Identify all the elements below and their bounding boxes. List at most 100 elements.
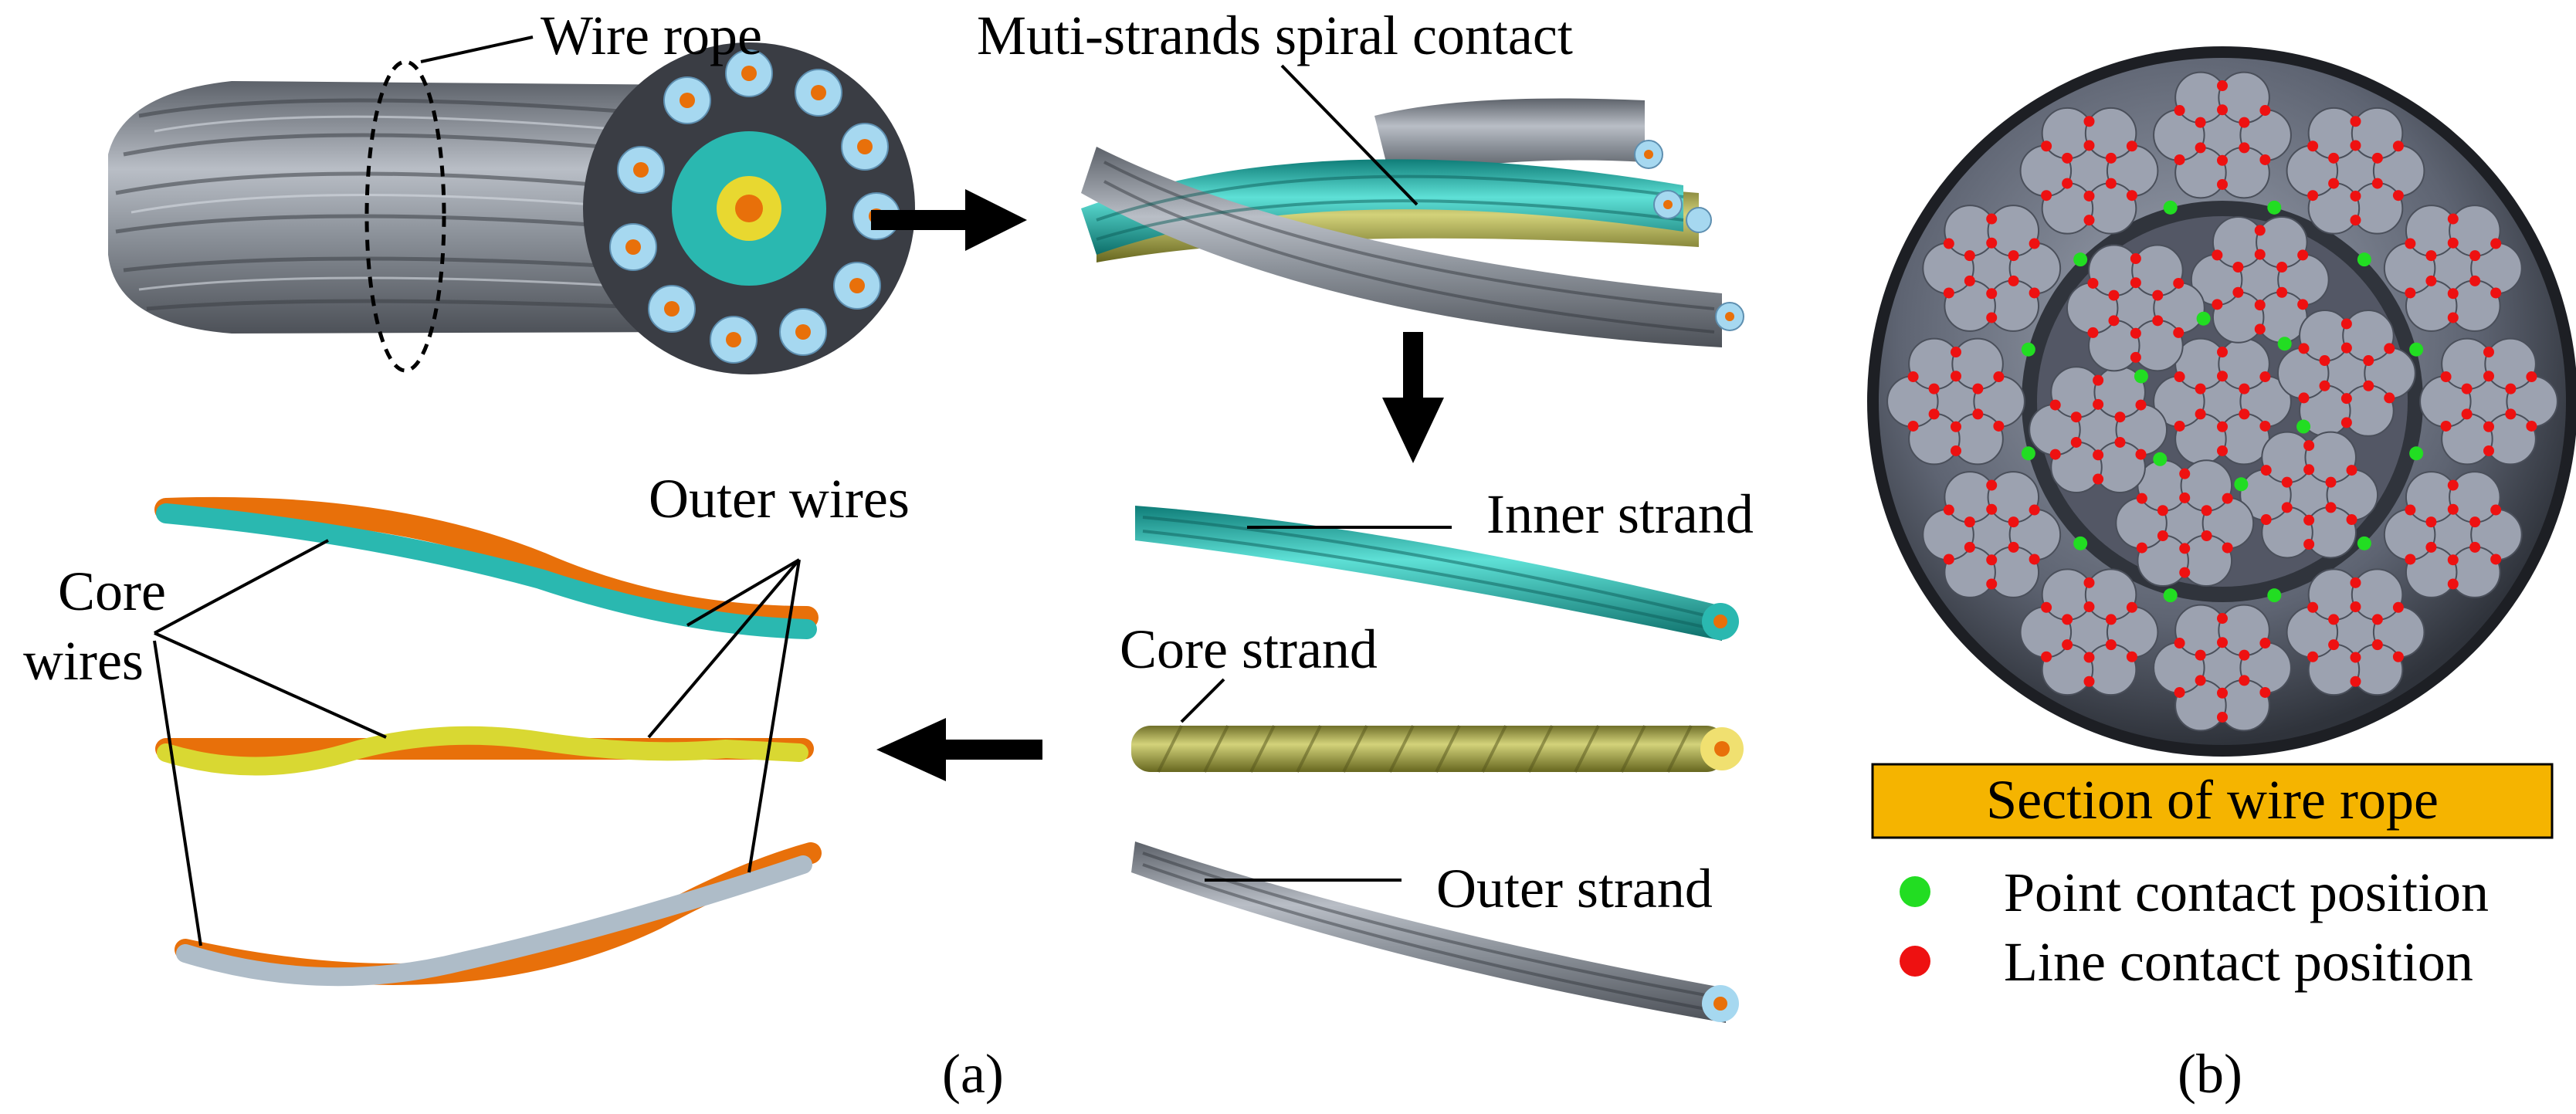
line-contact-dot (2174, 420, 2185, 432)
line-contact-dot (2152, 315, 2164, 327)
section-strand (2115, 459, 2255, 587)
line-contact-dot (2083, 652, 2095, 663)
line-contact-dot (1951, 371, 1961, 382)
point-contact-dot (2163, 200, 2178, 215)
wire-rope-label: Wire rope (541, 5, 762, 66)
section-contact-points (2021, 200, 2424, 603)
line-contact-dot (2490, 238, 2502, 249)
line-contact-dot (2217, 613, 2228, 625)
line-contact-dot (2041, 141, 2052, 152)
spiral-contact-illustration (1081, 98, 1744, 347)
line-contact-dot (2222, 493, 2233, 504)
line-contact-dot (2217, 371, 2228, 382)
section-wire (2351, 568, 2404, 621)
line-contact-dot (2217, 178, 2228, 190)
line-contact-dot (2083, 676, 2095, 687)
point-contact-dot (2357, 252, 2371, 267)
line-contact-dot (2217, 421, 2228, 432)
line-contact-dot (2157, 505, 2168, 516)
line-contact-dot (2217, 637, 2228, 648)
point-contact-dot (2021, 446, 2035, 461)
line-contact-dot (2260, 465, 2272, 476)
line-contact-dot (2217, 347, 2228, 358)
line-contact-dot (1928, 408, 1940, 420)
section-wire (2449, 471, 2501, 523)
line-contact-dot (2505, 383, 2517, 394)
section-wire (2484, 337, 2537, 391)
core-wires-label-line2: wires (23, 630, 144, 692)
line-contact-dot (1993, 371, 2005, 383)
point-contact-dot (2196, 311, 2211, 326)
point-contact-dot (2296, 419, 2311, 434)
line-contact-dot (2105, 152, 2117, 164)
arrow-down-icon (1382, 332, 1444, 463)
legend: Point contact position Line contact posi… (1900, 862, 2489, 993)
line-contact-dot (2425, 275, 2437, 286)
line-contact-dot (2363, 380, 2374, 391)
core-strand-illustration (1131, 725, 1744, 773)
line-contact-dot (2469, 275, 2481, 286)
line-contact-dot (2114, 411, 2126, 423)
line-contact-dot (2405, 554, 2416, 565)
section-wire (2449, 205, 2501, 257)
line-contact-dot (2307, 141, 2319, 152)
line-contact-dot (2303, 539, 2315, 550)
line-contact-dot (2201, 530, 2212, 542)
line-contact-dot (2174, 638, 2185, 649)
line-contact-dot (2340, 342, 2352, 354)
line-contact-dot (1986, 213, 1998, 225)
line-contact-dot (2212, 299, 2223, 310)
line-contact-dot (2105, 639, 2117, 651)
line-contact-dot (2212, 249, 2223, 261)
line-contact-marker (1900, 946, 1930, 977)
line-contact-dot (2041, 601, 2052, 613)
line-contact-dot (1907, 371, 1919, 383)
line-contact-dot (2298, 343, 2310, 354)
line-contact-dot (2029, 238, 2040, 249)
inner-strand-label: Inner strand (1486, 483, 1754, 545)
line-contact-dot (2461, 408, 2473, 420)
line-contact-dot (2350, 577, 2361, 588)
rope-cross-section (1867, 46, 2576, 757)
line-contact-dot (2008, 541, 2019, 553)
line-contact-dot (2083, 601, 2095, 613)
line-contact-dot (2254, 225, 2266, 236)
line-contact-dot (2469, 541, 2481, 553)
line-contact-dot (2217, 445, 2228, 456)
line-contact-dot (2392, 190, 2404, 201)
point-contact-dot (2073, 536, 2088, 550)
section-strand (2066, 244, 2205, 372)
point-contact-dot (2134, 369, 2148, 384)
line-contact-dot (2461, 383, 2473, 394)
line-contact-dot (2126, 651, 2137, 662)
section-strand (2419, 337, 2558, 466)
section-wire (2131, 244, 2184, 297)
line-contact-dot (1986, 578, 1998, 590)
line-contact-dot (2328, 152, 2340, 164)
section-strand (2153, 604, 2292, 732)
line-contact-dot (2217, 687, 2228, 699)
line-contact-dot (2363, 355, 2374, 367)
line-contact-dot (2483, 445, 2494, 456)
section-wire (2218, 337, 2270, 391)
line-contact-dot (2350, 601, 2361, 613)
core-wires-label-line1: Core (58, 560, 166, 622)
line-contact-label: Line contact position (2004, 931, 2473, 993)
line-contact-dot (2232, 286, 2244, 298)
line-contact-dot (2126, 190, 2137, 201)
section-wire (2218, 71, 2270, 124)
section-wire (1951, 337, 2004, 391)
line-contact-dot (2195, 142, 2206, 154)
section-strand (2383, 471, 2523, 598)
wire-rope-leader (420, 36, 534, 63)
section-wire (2180, 459, 2233, 512)
line-contact-dot (1986, 554, 1998, 566)
line-contact-dot (1964, 275, 1975, 286)
line-contact-dot (2350, 140, 2361, 151)
line-contact-dot (2136, 493, 2147, 504)
outer-wires-label: Outer wires (649, 468, 910, 530)
outer-wires-leaders (647, 558, 801, 873)
line-contact-dot (2276, 261, 2288, 273)
line-contact-dot (2425, 541, 2437, 553)
